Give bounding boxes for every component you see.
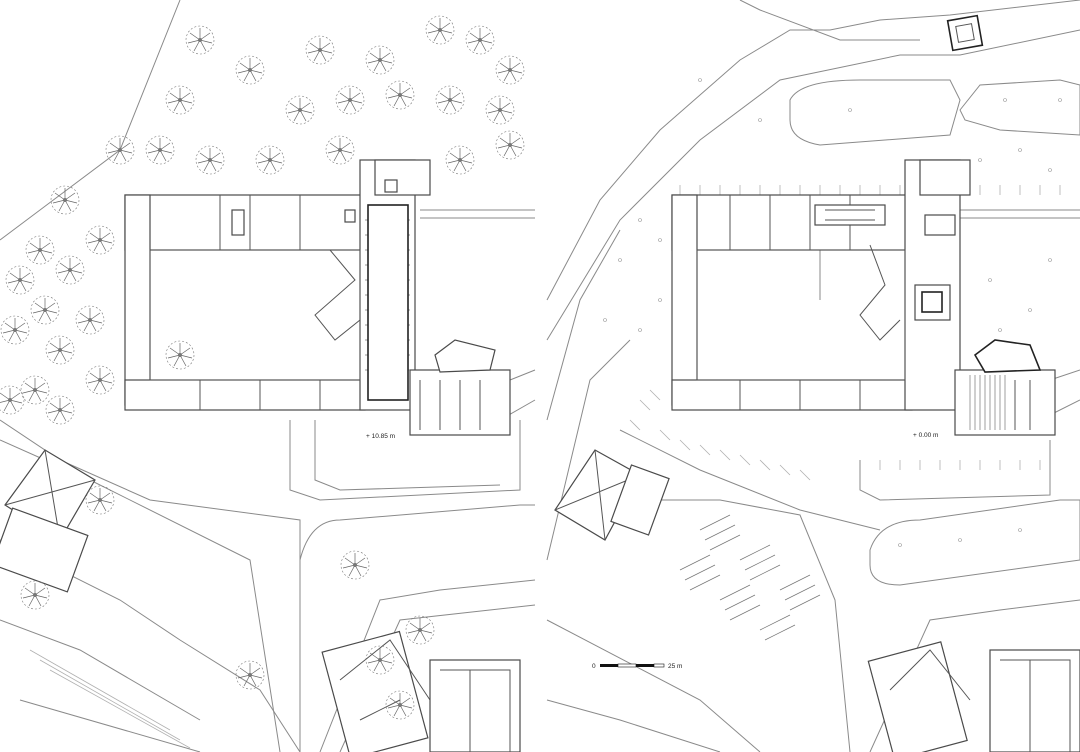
small-pavilion [946,14,984,52]
path-line [0,0,181,241]
scale-bar: 0 25 m [592,663,682,670]
left-elevation-label: + 10.85 m [366,433,395,440]
house-right [321,630,521,752]
house-left-right-plan [554,449,670,541]
house-bottom-right-plan [867,641,1080,752]
plan-divider [535,0,547,752]
scale-start-label: 0 [592,663,596,670]
lawn-top [789,79,961,146]
site-dots [603,78,1062,547]
scale-end-label: 25 m [668,663,682,670]
main-building-left [124,159,511,436]
house-left [0,449,96,593]
right-plan: + 0.00 m 0 25 m [546,0,1080,752]
right-elevation-label: + 0.00 m [913,432,938,439]
main-building-right [671,159,1056,436]
parking-area [679,514,821,641]
left-plan: + 10.85 m [0,0,547,752]
